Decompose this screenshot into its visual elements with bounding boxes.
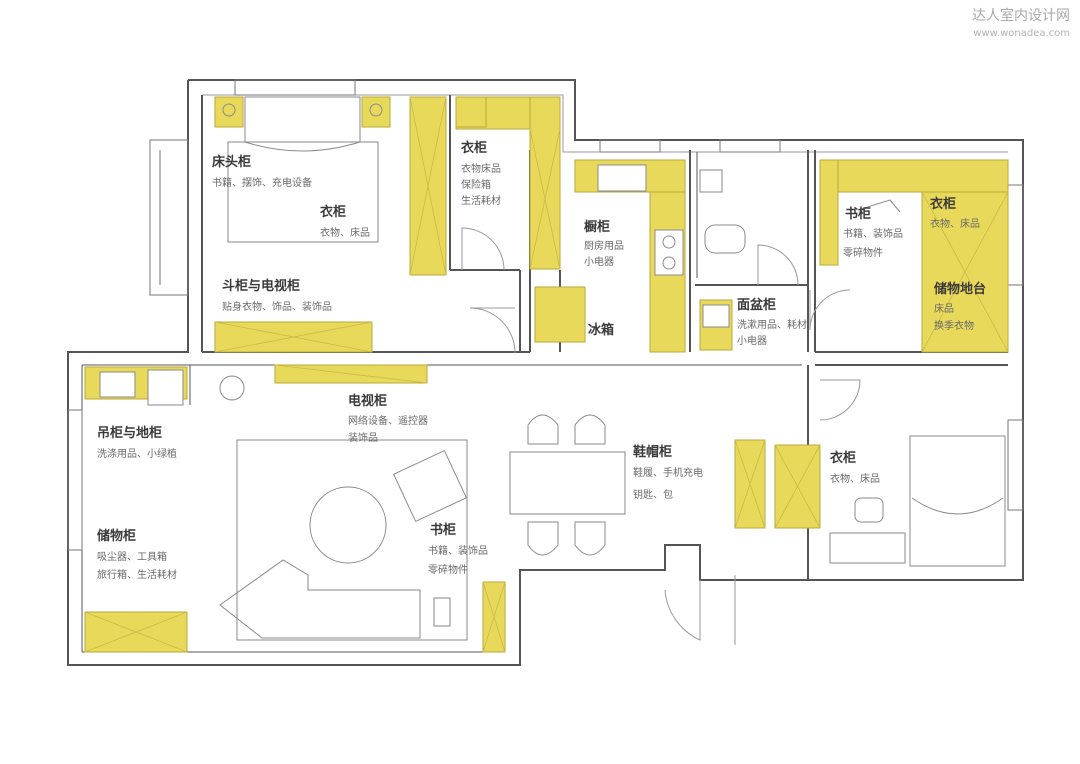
windows [67,79,1024,551]
doors [461,227,861,645]
label-closet-line1: 衣物床品 [461,162,501,175]
label-storage-line1: 吸尘器、工具箱 [97,550,167,563]
label-bed-head-title: 床头柜 [212,154,251,170]
master-bed-head [244,96,361,143]
label-bookcase-title: 书柜 [430,522,456,538]
label-study-desk-line2: 零碎物件 [843,246,883,259]
label-fridge: 冰箱 [588,322,614,338]
label-tatami-title: 储物地台 [933,281,986,297]
label-study-wardrobe-note: 衣物、床品 [930,217,980,230]
label-bed-head-note: 书籍、摆饰、充电设备 [212,176,312,189]
label-tatami-line2: 换季衣物 [934,319,974,332]
label-storage-line2: 旅行箱、生活耗材 [97,568,177,581]
fridge [534,286,586,343]
label-closet-line2: 保险箱 [461,178,491,191]
label-chest-tv-note: 贴身衣物、饰品、装饰品 [222,300,332,313]
label-tv-title: 电视柜 [348,393,387,409]
label-bookcase-line2: 零碎物件 [428,563,468,576]
label-master-wardrobe-note: 衣物、床品 [320,226,370,239]
nightstand-left [214,96,244,128]
label-second-wardrobe-title: 衣柜 [830,450,856,466]
label-shoe-line1: 鞋履、手机充电 [633,466,703,479]
label-balcony-cab-title: 吊柜与地柜 [97,425,162,441]
nightstand-right [361,96,391,128]
label-study-wardrobe-title: 衣柜 [930,196,956,212]
label-kitchen-title: 橱柜 [584,219,610,235]
label-storage-title: 储物柜 [96,528,136,544]
label-kitchen-line1: 厨房用品 [584,239,624,252]
labels: 床头柜 书籍、摆饰、充电设备 衣柜 衣物、床品 斗柜与电视柜 贴身衣物、饰品、装… [96,140,986,581]
label-closet-title: 衣柜 [461,140,487,156]
furniture [99,96,1006,641]
label-master-wardrobe-title: 衣柜 [320,204,346,220]
label-study-desk-line1: 书籍、装饰品 [843,227,903,240]
label-vanity-line2: 小电器 [737,334,767,347]
label-study-desk-title: 书柜 [845,206,871,222]
closet-side [529,96,561,270]
label-shoe-line2: 钥匙、包 [633,488,673,501]
label-vanity-line1: 洗漱用品、耗材 [737,318,807,331]
label-tv-line2: 装饰品 [348,431,378,444]
label-balcony-cab-note: 洗涤用品、小绿植 [97,447,177,460]
study-cabinet-top [819,159,1009,193]
watermark-url: www.wonadea.com [973,28,1070,39]
cabinet-hatches [84,96,1009,653]
label-vanity-title: 面盆柜 [737,297,776,313]
label-kitchen-line2: 小电器 [584,255,614,268]
study-bookcase [819,159,839,266]
label-shoe-title: 鞋帽柜 [633,444,672,460]
label-closet-line3: 生活耗材 [461,194,501,207]
label-chest-tv-title: 斗柜与电视柜 [222,278,300,294]
label-tatami-line1: 床品 [934,302,954,315]
watermark-brand: 达人室内设计网 [972,7,1070,24]
label-second-wardrobe-note: 衣物、床品 [830,472,880,485]
label-bookcase-line1: 书籍、装饰品 [428,544,488,557]
label-tv-line1: 网络设备、遥控器 [348,414,428,427]
